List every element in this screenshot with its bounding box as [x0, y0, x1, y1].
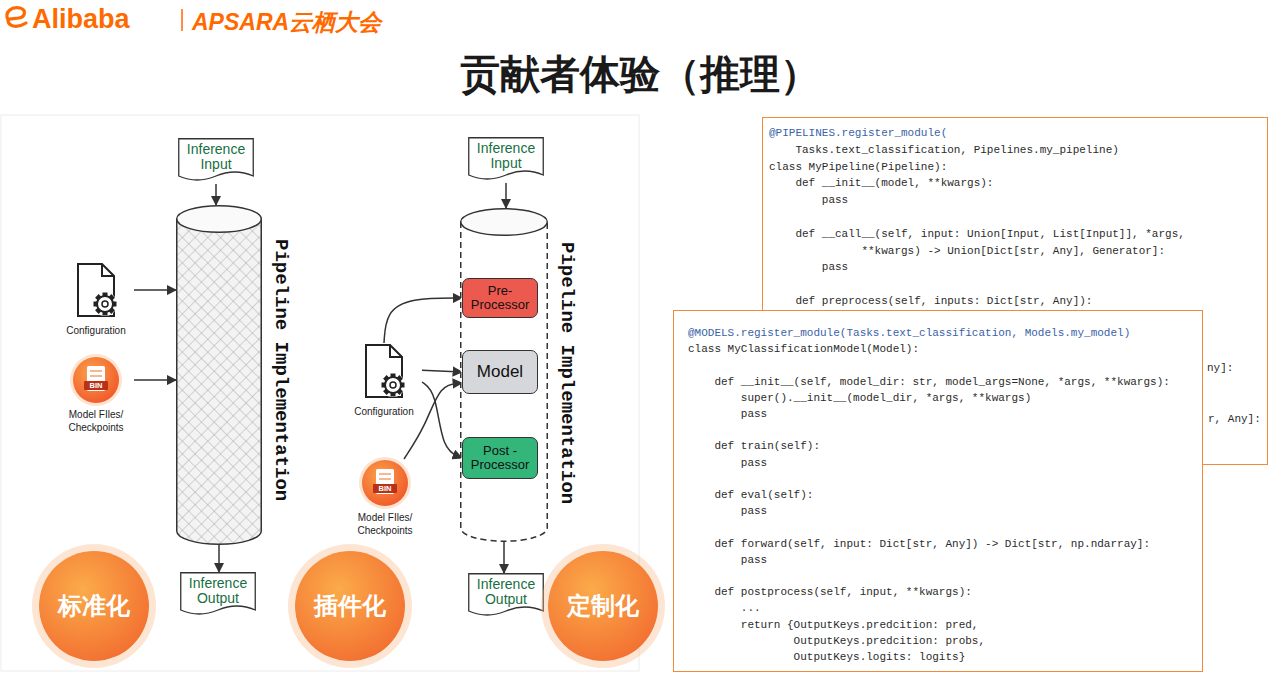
configuration-icon: Configuration [58, 262, 134, 340]
icon-caption: Configuration [346, 405, 422, 418]
cylinder-shape [176, 205, 262, 545]
brand-label: APSARA云栖大会 [192, 7, 381, 38]
vertical-heading: Pipeline Implementation [270, 239, 292, 501]
brand-label: Alibaba [32, 4, 130, 35]
code-line: @MODELS.register_module(Tasks.text_class… [688, 325, 1130, 341]
input-document: Inference Input [468, 137, 544, 183]
icon-caption: Model FIles/ Checkpoints [347, 511, 423, 537]
stage-label: Pre- Processor [463, 279, 537, 317]
code-panel: @MODELS.register_module(Tasks.text_class… [673, 310, 1203, 672]
code-line: pass [769, 192, 848, 209]
document-label: Inference Output [468, 573, 544, 611]
code-line: ... [688, 600, 761, 616]
code-line: super().__init__(model_dir, *args, **kwa… [688, 390, 1031, 406]
code-line: def eval(self): [688, 487, 813, 503]
slide-title: 贡献者体验（推理） [0, 50, 1280, 98]
pipeline-cylinder: Pipeline Implementation [176, 205, 262, 545]
code-line: ny]: [1207, 360, 1233, 377]
flow-arrow [134, 289, 176, 291]
code-line: class MyClassificationModel(Model): [688, 341, 919, 357]
code-line: def forward(self, input: Dict[str, Any])… [688, 536, 1150, 552]
code-line: pass [688, 406, 767, 422]
code-line: return {OutputKeys.predcition: pred, [688, 617, 978, 633]
configuration-icon: Configuration [346, 343, 422, 421]
code-line: pass [688, 455, 767, 471]
flow-arrow [134, 379, 176, 381]
icon-caption: Configuration [58, 324, 134, 337]
flow-arrow [422, 370, 462, 372]
document-label: Inference Input [178, 138, 254, 176]
code-line: pass [688, 503, 767, 519]
output-document: Inference Output [468, 573, 544, 619]
icon-badge-text: BIN [58, 381, 134, 390]
icon-caption: Model FIles/ Checkpoints [58, 408, 134, 434]
flow-arrow [218, 545, 220, 572]
flow-arrow [215, 184, 217, 205]
stage-label: Post - Processor [463, 438, 537, 478]
flow-arrow [422, 382, 462, 458]
model-files-icon: BIN Model FIles/ Checkpoints [58, 356, 134, 442]
code-line: r, Any]: [1208, 411, 1261, 428]
model-box: Model [462, 350, 538, 394]
alibaba-logo-mark [7, 8, 26, 27]
model-files-icon: BIN Model FIles/ Checkpoints [347, 459, 423, 545]
code-line: Tasks.text_classification, Pipelines.my_… [769, 142, 1119, 159]
output-document: Inference Output [180, 572, 256, 618]
postprocessor-box: Post - Processor [462, 437, 538, 479]
vertical-heading: Pipeline Implementation [556, 242, 578, 504]
circle-label: 定制化 [548, 551, 658, 661]
feature-circle: 定制化 [548, 551, 658, 661]
circle-label: 标准化 [39, 551, 149, 661]
document-label: Inference Input [468, 137, 544, 175]
flow-arrow [503, 542, 505, 573]
flow-arrow [384, 298, 462, 343]
code-line: pass [769, 259, 848, 276]
code-line: @PIPELINES.register_module( [769, 125, 947, 142]
flow-arrow [505, 183, 507, 208]
pipeline-cylinder: Pipeline ImplementationPre- ProcessorMod… [460, 208, 548, 542]
flow-arrow [404, 383, 462, 459]
code-line: OutputKeys.predcition: probs, [688, 633, 985, 649]
input-document: Inference Input [178, 138, 254, 184]
circle-label: 插件化 [295, 551, 405, 661]
code-line: OutputKeys.logits: logits} [688, 649, 965, 665]
preprocessor-box: Pre- Processor [462, 278, 538, 318]
code-line: def __init__(model, **kwargs): [769, 175, 993, 192]
code-line: def preprocess(self, inputs: Dict[str, A… [769, 293, 1092, 310]
code-line: class MyPipeline(Pipeline): [769, 159, 947, 176]
stage-label: Model [463, 351, 537, 393]
feature-circle: 插件化 [295, 551, 405, 661]
header-separator [181, 9, 183, 31]
code-line: **kwargs) -> Union[Dict[str, Any], Gener… [769, 243, 1165, 260]
code-line: def __call__(self, input: Union[Input, L… [769, 226, 1185, 243]
code-line: def __init__(self, model_dir: str, model… [688, 374, 1170, 390]
code-line: def postprocess(self, input, **kwargs): [688, 584, 972, 600]
document-label: Inference Output [180, 572, 256, 610]
feature-circle: 标准化 [39, 551, 149, 661]
code-line: pass [688, 552, 767, 568]
icon-badge-text: BIN [347, 484, 423, 493]
code-line: def train(self): [688, 438, 820, 454]
diagram-frame [1, 115, 639, 671]
